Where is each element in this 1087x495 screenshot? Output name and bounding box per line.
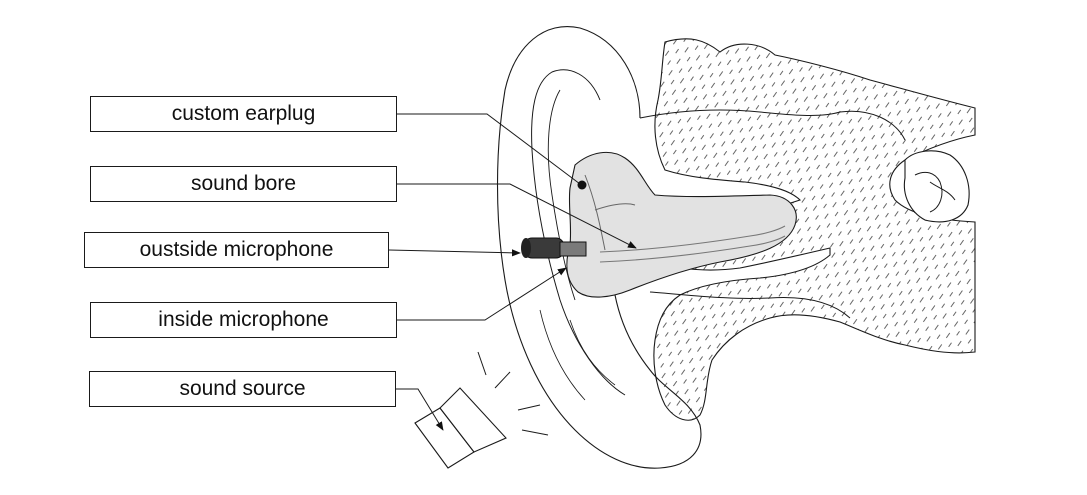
label-sound-source: sound source (89, 371, 396, 407)
leader-lines (388, 113, 637, 431)
leader-sound-source (396, 388, 444, 431)
leader-outside-microphone (388, 249, 521, 257)
label-inside-microphone: inside microphone (90, 302, 397, 338)
label-custom-earplug: custom earplug (90, 96, 397, 132)
leader-custom-earplug (397, 113, 581, 185)
leader-sound-bore (397, 183, 637, 249)
ear-canal-wall (639, 109, 906, 319)
outside-microphone (521, 237, 587, 259)
leader-inside-microphone (397, 267, 567, 321)
sound-source-speaker (414, 351, 549, 469)
ossicles (914, 171, 956, 213)
earplug-contour (584, 174, 636, 251)
lobe-detail (539, 309, 616, 401)
label-outside-microphone: oustside microphone (84, 232, 389, 268)
sound-bore-line-2 (599, 235, 786, 263)
earplug-pointer-dot (577, 180, 587, 190)
helix-inner (531, 69, 626, 396)
sound-bore-line-1 (599, 225, 786, 253)
pinna-outline (496, 26, 702, 469)
label-sound-bore: sound bore (90, 166, 397, 202)
